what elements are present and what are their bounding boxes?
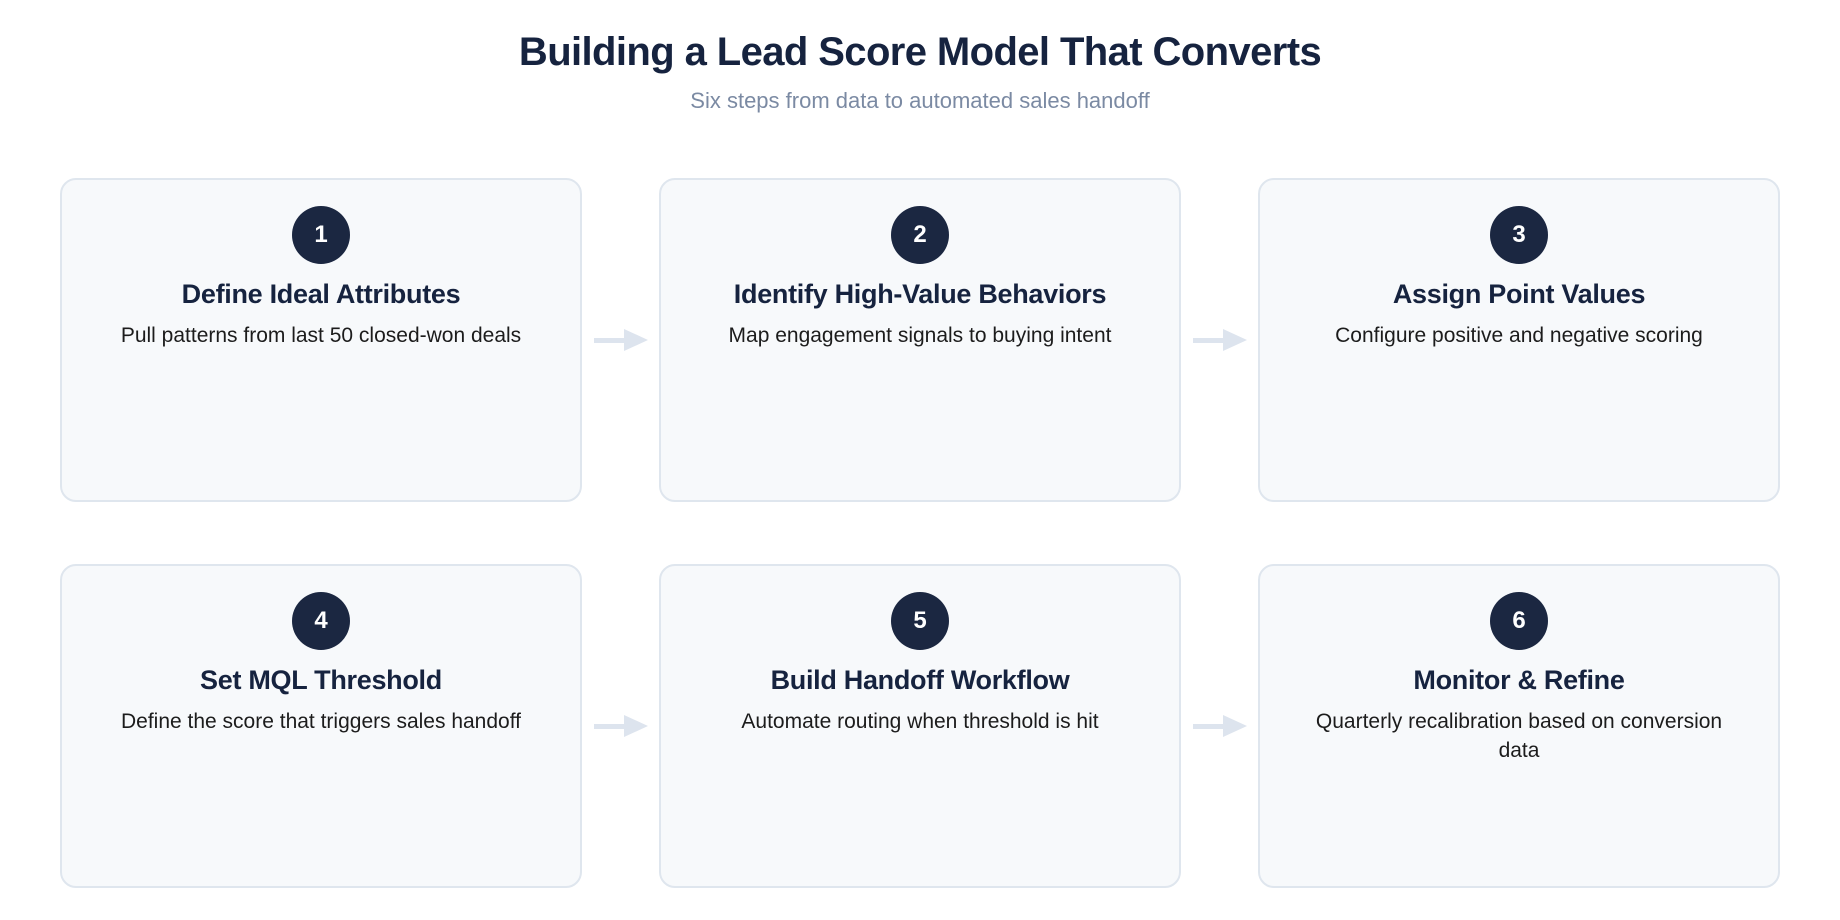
step-title-6: Monitor & Refine — [1413, 665, 1625, 695]
arrow-right-icon — [1192, 329, 1247, 351]
page-subtitle: Six steps from data to automated sales h… — [690, 87, 1150, 113]
step-title-5: Build Handoff Workflow — [770, 665, 1070, 695]
step-title-2: Identify High-Value Behaviors — [733, 279, 1107, 309]
step-card-1[interactable]: 1 Define Ideal Attributes Pull patterns … — [60, 178, 582, 502]
connector-2-to-3 — [1181, 178, 1258, 502]
arrow-right-icon — [593, 329, 648, 351]
step-title-3: Assign Point Values — [1392, 279, 1646, 309]
step-description-1: Pull patterns from last 50 closed-won de… — [120, 324, 522, 348]
arrow-head — [1222, 329, 1247, 351]
arrow-shaft — [593, 338, 628, 343]
arrow-shaft — [1192, 724, 1227, 729]
arrow-shaft — [1192, 338, 1227, 343]
page-title: Building a Lead Score Model That Convert… — [518, 30, 1322, 74]
step-description-6: Quarterly recalibration based on convers… — [1315, 710, 1723, 762]
arrow-head — [623, 715, 648, 737]
arrow-right-icon — [1192, 715, 1247, 737]
step-description-3: Configure positive and negative scoring — [1335, 324, 1703, 348]
step-number-badge-3: 3 — [1490, 206, 1548, 264]
step-number-badge-5: 5 — [891, 592, 949, 650]
step-card-2[interactable]: 2 Identify High-Value Behaviors Map enga… — [659, 178, 1181, 502]
arrow-head — [623, 329, 648, 351]
steps-grid: 1 Define Ideal Attributes Pull patterns … — [60, 178, 1780, 888]
step-number-badge-6: 6 — [1490, 592, 1548, 650]
step-description-2: Map engagement signals to buying intent — [728, 324, 1112, 348]
step-number-badge-1: 1 — [292, 206, 350, 264]
step-title-1: Define Ideal Attributes — [181, 279, 461, 309]
arrow-shaft — [593, 724, 628, 729]
step-card-5[interactable]: 5 Build Handoff Workflow Automate routin… — [659, 564, 1181, 888]
header: Building a Lead Score Model That Convert… — [0, 0, 1840, 115]
arrow-head — [1222, 715, 1247, 737]
connector-1-to-2 — [582, 178, 659, 502]
steps-row-1: 1 Define Ideal Attributes Pull patterns … — [60, 178, 1780, 502]
step-description-4: Define the score that triggers sales han… — [120, 710, 521, 734]
step-title-4: Set MQL Threshold — [200, 665, 442, 695]
steps-row-2: 4 Set MQL Threshold Define the score tha… — [60, 564, 1780, 888]
connector-5-to-6 — [1181, 564, 1258, 888]
connector-4-to-5 — [582, 564, 659, 888]
step-card-3[interactable]: 3 Assign Point Values Configure positive… — [1258, 178, 1780, 502]
step-card-6[interactable]: 6 Monitor & Refine Quarterly recalibrati… — [1258, 564, 1780, 888]
step-card-4[interactable]: 4 Set MQL Threshold Define the score tha… — [60, 564, 582, 888]
step-number-badge-2: 2 — [891, 206, 949, 264]
arrow-right-icon — [593, 715, 648, 737]
step-description-5: Automate routing when threshold is hit — [741, 710, 1099, 734]
step-number-badge-4: 4 — [292, 592, 350, 650]
